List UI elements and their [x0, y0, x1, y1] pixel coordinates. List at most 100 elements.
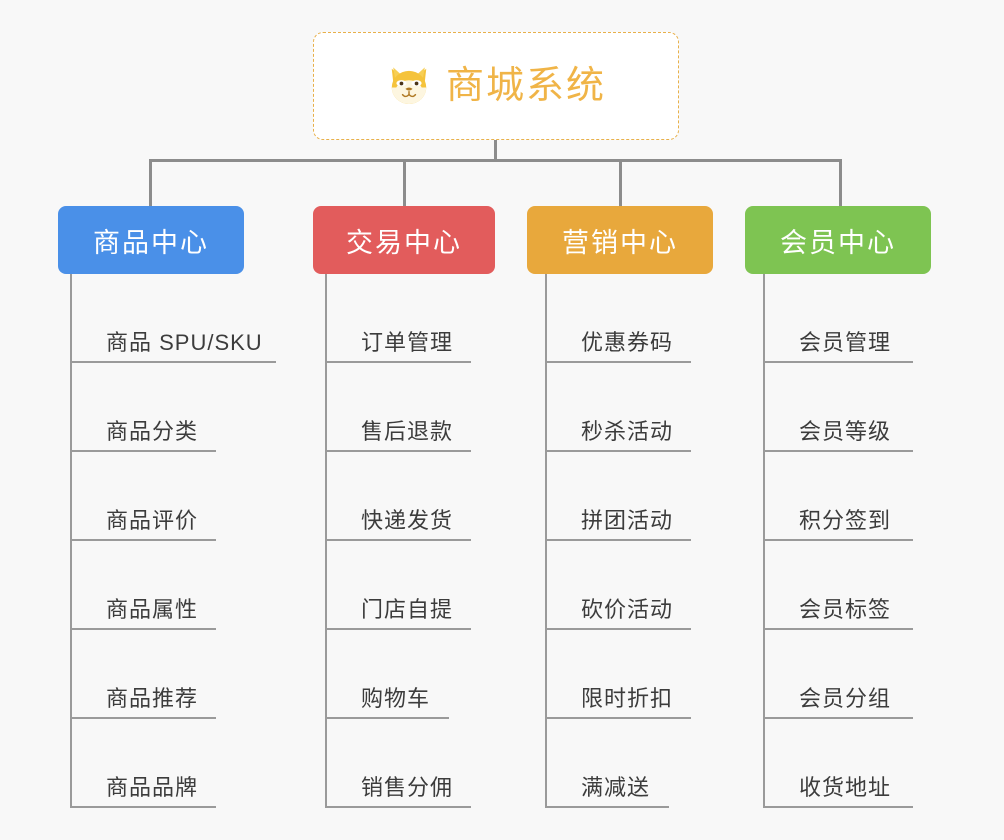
column-trade-center: 交易中心 订单管理 售后退款 快递发货 门店自提 购物车	[313, 206, 495, 808]
leaf-underline	[70, 806, 216, 808]
leaf-label: 会员标签	[799, 596, 892, 622]
leaf-list-marketing-center: 优惠券码 秒杀活动 拼团活动 砍价活动 限时折扣 满减送	[545, 274, 713, 808]
leaf-underline	[325, 450, 471, 452]
column-spine	[763, 274, 765, 808]
leaf-item[interactable]: 会员标签	[763, 541, 931, 630]
leaf-list-member-center: 会员管理 会员等级 积分签到 会员标签 会员分组 收货地址	[763, 274, 931, 808]
leaf-item[interactable]: 购物车	[325, 630, 495, 719]
column-spine	[70, 274, 72, 808]
leaf-label: 拼团活动	[581, 507, 674, 533]
connector-root-stem	[494, 140, 497, 161]
leaf-item[interactable]: 积分签到	[763, 452, 931, 541]
leaf-underline	[70, 450, 216, 452]
leaf-item[interactable]: 商品推荐	[70, 630, 244, 719]
leaf-label: 购物车	[361, 685, 431, 711]
category-label: 交易中心	[346, 227, 462, 258]
leaf-label: 商品分类	[106, 418, 199, 444]
leaf-label: 快递发货	[361, 507, 454, 533]
connector-drop-product-center	[149, 159, 152, 207]
leaf-list-product-center: 商品 SPU/SKU 商品分类 商品评价 商品属性 商品推荐 商品品牌	[70, 274, 276, 808]
leaf-item[interactable]: 优惠券码	[545, 274, 713, 363]
leaf-label: 商品 SPU/SKU	[106, 329, 263, 355]
category-label: 营销中心	[562, 227, 678, 258]
leaf-underline	[70, 717, 216, 719]
leaf-underline	[325, 628, 471, 630]
leaf-item[interactable]: 限时折扣	[545, 630, 713, 719]
leaf-label: 会员管理	[799, 329, 892, 355]
leaf-label: 商品品牌	[106, 774, 199, 800]
leaf-item[interactable]: 销售分佣	[325, 719, 495, 808]
leaf-item[interactable]: 满减送	[545, 719, 713, 808]
leaf-item[interactable]: 会员等级	[763, 363, 931, 452]
root-title: 商城系统	[445, 65, 606, 107]
column-spine	[325, 274, 327, 808]
leaf-underline	[763, 361, 913, 363]
leaf-item[interactable]: 门店自提	[325, 541, 495, 630]
leaf-item[interactable]: 砍价活动	[545, 541, 713, 630]
leaf-list-trade-center: 订单管理 售后退款 快递发货 门店自提 购物车 销售分佣	[325, 274, 495, 808]
leaf-underline	[763, 717, 913, 719]
leaf-label: 收货地址	[799, 774, 892, 800]
leaf-label: 满减送	[581, 774, 651, 800]
leaf-underline	[325, 717, 449, 719]
leaf-underline	[545, 628, 691, 630]
leaf-underline	[545, 717, 691, 719]
leaf-underline	[325, 361, 471, 363]
category-label: 商品中心	[93, 227, 209, 258]
leaf-underline	[545, 539, 691, 541]
leaf-label: 限时折扣	[581, 685, 674, 711]
leaf-item[interactable]: 商品评价	[70, 452, 244, 541]
category-header-marketing-center[interactable]: 营销中心	[527, 206, 713, 274]
category-label: 会员中心	[780, 227, 896, 258]
leaf-underline	[763, 628, 913, 630]
connector-drop-member-center	[839, 159, 842, 207]
leaf-underline	[763, 450, 913, 452]
leaf-item[interactable]: 拼团活动	[545, 452, 713, 541]
leaf-underline	[325, 539, 471, 541]
category-header-product-center[interactable]: 商品中心	[58, 206, 244, 274]
leaf-label: 积分签到	[799, 507, 892, 533]
leaf-label: 售后退款	[361, 418, 454, 444]
leaf-label: 商品评价	[106, 507, 199, 533]
leaf-label: 秒杀活动	[581, 418, 674, 444]
leaf-label: 销售分佣	[361, 774, 454, 800]
column-spine	[545, 274, 547, 808]
leaf-label: 砍价活动	[581, 596, 674, 622]
leaf-item[interactable]: 订单管理	[325, 274, 495, 363]
column-product-center: 商品中心 商品 SPU/SKU 商品分类 商品评价 商品属性 商品推荐	[58, 206, 276, 808]
category-header-member-center[interactable]: 会员中心	[745, 206, 931, 274]
connector-drop-trade-center	[403, 159, 406, 207]
leaf-item[interactable]: 售后退款	[325, 363, 495, 452]
leaf-label: 商品推荐	[106, 685, 199, 711]
leaf-item[interactable]: 商品 SPU/SKU	[70, 274, 276, 363]
shiba-dog-face-icon	[391, 67, 427, 104]
connector-horizontal-bus	[149, 159, 841, 162]
leaf-underline	[70, 628, 216, 630]
leaf-label: 会员分组	[799, 685, 892, 711]
root-node[interactable]: 商城系统	[313, 32, 679, 140]
leaf-underline	[545, 450, 691, 452]
leaf-underline	[70, 539, 216, 541]
category-header-trade-center[interactable]: 交易中心	[313, 206, 495, 274]
leaf-underline	[763, 806, 913, 808]
leaf-underline	[325, 806, 471, 808]
leaf-item[interactable]: 商品品牌	[70, 719, 244, 808]
leaf-item[interactable]: 秒杀活动	[545, 363, 713, 452]
leaf-label: 订单管理	[361, 329, 454, 355]
leaf-label: 商品属性	[106, 596, 199, 622]
column-member-center: 会员中心 会员管理 会员等级 积分签到 会员标签 会员分组	[745, 206, 931, 808]
leaf-item[interactable]: 商品分类	[70, 363, 244, 452]
leaf-item[interactable]: 快递发货	[325, 452, 495, 541]
leaf-item[interactable]: 会员分组	[763, 630, 931, 719]
leaf-item[interactable]: 收货地址	[763, 719, 931, 808]
leaf-item[interactable]: 商品属性	[70, 541, 244, 630]
leaf-label: 门店自提	[361, 596, 454, 622]
leaf-item[interactable]: 会员管理	[763, 274, 931, 363]
leaf-underline	[545, 806, 669, 808]
leaf-label: 优惠券码	[581, 329, 674, 355]
leaf-label: 会员等级	[799, 418, 892, 444]
connector-drop-marketing-center	[619, 159, 622, 207]
column-marketing-center: 营销中心 优惠券码 秒杀活动 拼团活动 砍价活动 限时折扣	[527, 206, 713, 808]
leaf-underline	[545, 361, 691, 363]
